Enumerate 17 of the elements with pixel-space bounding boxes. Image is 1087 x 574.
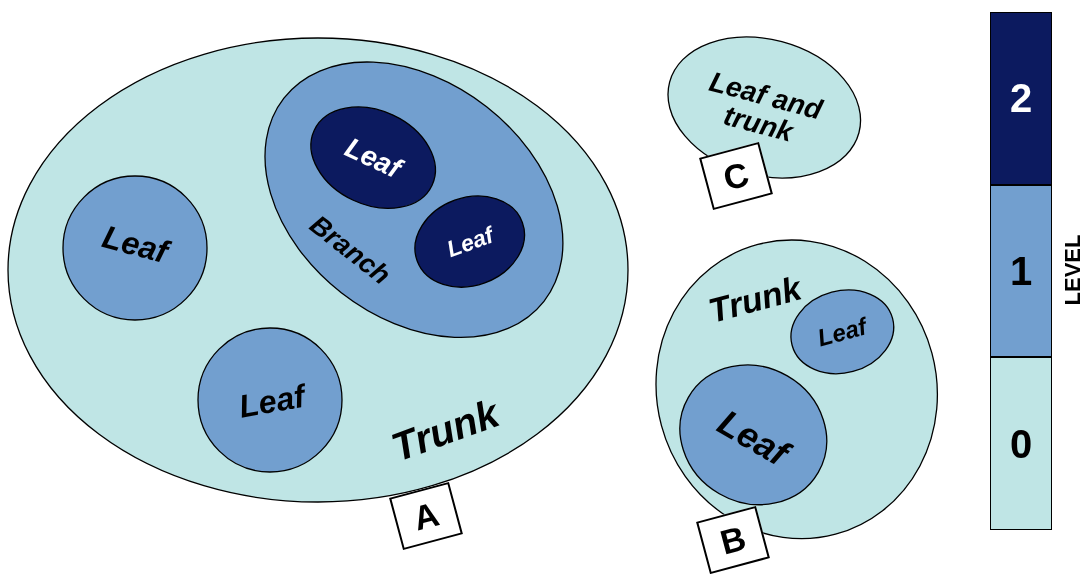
ellipse-label: Trunk xyxy=(705,270,805,330)
ellipse-label: Leaf xyxy=(98,220,172,270)
ellipse-label: Leaf xyxy=(814,313,870,351)
ellipse-label: Trunk xyxy=(385,391,505,469)
axis-title: LEVEL xyxy=(1058,234,1086,306)
nested-ellipse xyxy=(310,107,436,209)
nested-ellipse xyxy=(63,176,207,320)
nested-ellipse xyxy=(198,328,342,472)
ellipse-label: Leaf xyxy=(711,403,795,473)
ellipse-label: Leaf xyxy=(443,222,497,262)
level-number: 0 xyxy=(1009,420,1033,468)
level-number: 2 xyxy=(1009,75,1033,123)
level-number: 1 xyxy=(1009,248,1033,295)
nested-ellipse xyxy=(679,365,827,505)
nested-ellipse xyxy=(415,196,525,288)
ellipse-label: Leaf xyxy=(236,379,308,425)
ellipse-label: Leaf xyxy=(340,132,406,184)
